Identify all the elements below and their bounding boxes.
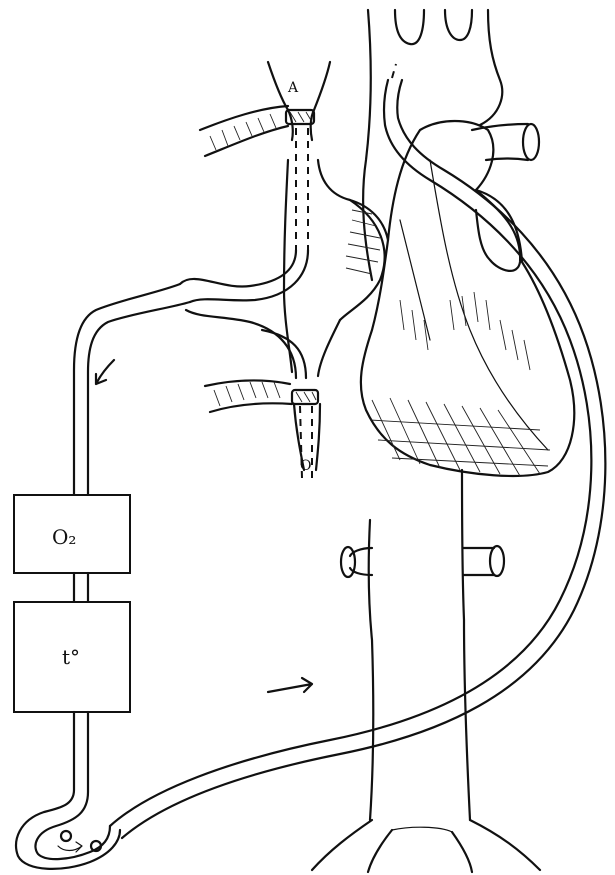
heart-apex-hatching (370, 398, 550, 476)
iliac-bifurcation (312, 820, 540, 872)
oxygenator-label: O₂ (52, 525, 76, 549)
pump-loop (16, 712, 120, 869)
rotation-arrow-icon (58, 842, 82, 852)
venous-drainage-tube (74, 250, 308, 495)
renal-branch-right (463, 546, 504, 576)
heat-exchanger: t° (14, 602, 130, 712)
vessel-label-a: A (287, 80, 299, 96)
side-tube-lower (205, 380, 292, 412)
renal-branch-left (341, 547, 372, 577)
arterial-return-line (110, 64, 605, 838)
flow-arrow-right-icon (268, 678, 312, 692)
heat-exchanger-label: t° (62, 645, 80, 669)
heart (361, 121, 574, 476)
side-tube-upper (200, 106, 288, 156)
pulmonary-artery (472, 124, 539, 160)
aorta (312, 10, 540, 872)
oxygenator: O₂ (14, 495, 130, 573)
flow-arrow-down-icon (96, 360, 114, 384)
pump-roller-icon (61, 831, 71, 841)
vessel-label-o: O (300, 458, 311, 474)
